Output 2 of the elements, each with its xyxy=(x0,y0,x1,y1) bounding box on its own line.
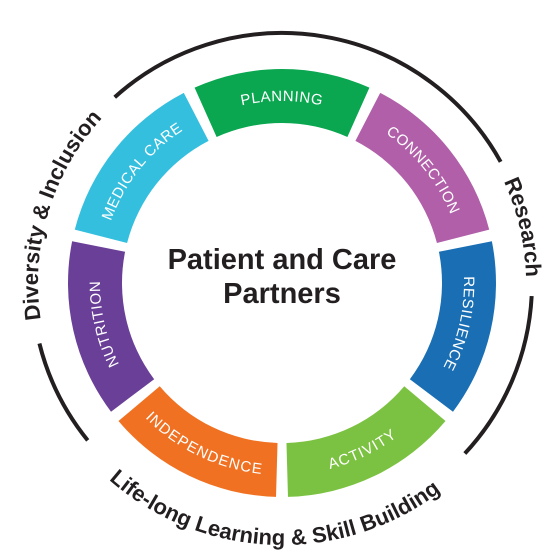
ring-segment: PLANNING xyxy=(194,69,370,137)
center-title: Patient and Care Partners xyxy=(167,243,397,311)
